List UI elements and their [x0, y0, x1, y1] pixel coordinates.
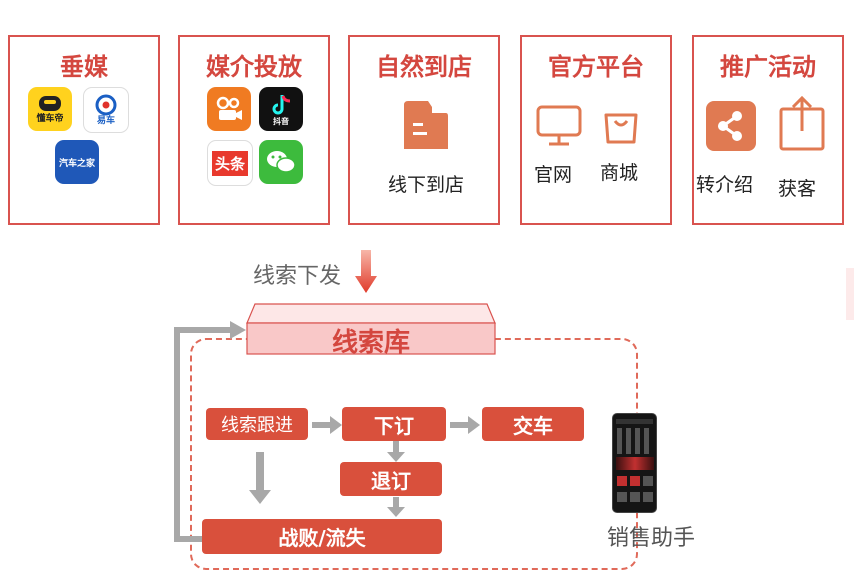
- referral-label: 转介绍: [696, 174, 754, 196]
- refund-node: 退订: [340, 462, 442, 496]
- shopping-bag-icon: [604, 113, 638, 144]
- phone-grid: [617, 428, 653, 454]
- app-name: 抖音: [273, 116, 289, 126]
- source-box-promotion: 推广活动 转介绍 获客: [692, 35, 844, 225]
- source-title: 官方平台: [548, 53, 644, 81]
- phone-tile-2: [630, 476, 640, 486]
- phone-tile-3: [643, 476, 653, 486]
- source-box-media-ads: 媒介投放 抖音 头条: [178, 35, 330, 225]
- website-label: 官网: [534, 164, 573, 186]
- share-icon: [706, 101, 756, 151]
- monitor-icon: [536, 105, 582, 146]
- delivery-node: 交车: [482, 407, 584, 441]
- app-name: 易车: [96, 116, 115, 126]
- chat-bubbles-icon: [267, 151, 296, 173]
- douyin-app-icon: 抖音: [259, 87, 303, 131]
- camera-icon: [216, 96, 242, 120]
- sales-assistant-phone: [612, 413, 657, 513]
- lead-library-title: 线索库: [331, 328, 410, 358]
- phone-tile-6: [643, 492, 653, 502]
- phone-banner: [616, 457, 654, 470]
- sales-assistant-label: 销售助手: [607, 526, 696, 551]
- lost-node: 战败/流失: [202, 519, 442, 554]
- store-building-icon: [404, 101, 448, 149]
- source-box-walk-in: 自然到店 线下到店: [348, 35, 500, 225]
- car-face-icon: [39, 96, 61, 111]
- lead-follow-node: 线索跟进: [206, 408, 308, 440]
- yiche-logo-icon: [95, 94, 117, 116]
- app-name: 汽车之家: [58, 158, 95, 169]
- dongchedi-app-icon: 懂车帝: [28, 87, 72, 131]
- phone-header-bar: [616, 419, 653, 424]
- toutiao-app-icon: 头条: [207, 140, 253, 186]
- autohome-app-icon: 汽车之家: [55, 140, 99, 184]
- order-node: 下订: [342, 407, 446, 441]
- app-name: 头条: [211, 150, 248, 176]
- app-name: 懂车帝: [36, 114, 64, 124]
- source-box-vertical-media: 垂媒 懂车帝 易车 汽车之家: [8, 35, 160, 225]
- edge-fragment: [846, 268, 854, 320]
- source-box-official: 官方平台 官网 商城: [520, 35, 672, 225]
- kuaishou-app-icon: [207, 87, 251, 131]
- phone-tile-1: [617, 476, 627, 486]
- phone-tile-4: [617, 492, 627, 502]
- source-title: 自然到店: [376, 53, 472, 81]
- source-title: 媒介投放: [206, 53, 302, 81]
- dispatch-down-arrow-icon: [355, 250, 377, 293]
- acquire-label: 获客: [778, 178, 817, 200]
- wechat-app-icon: [259, 140, 303, 184]
- music-note-icon: [272, 94, 291, 114]
- dispatch-label: 线索下发: [253, 264, 342, 289]
- phone-tile-5: [630, 492, 640, 502]
- source-title: 推广活动: [720, 53, 816, 81]
- source-title: 垂媒: [60, 53, 108, 81]
- mall-label: 商城: [600, 162, 639, 184]
- export-share-icon: [779, 95, 825, 151]
- walk-in-label: 线下到店: [388, 174, 465, 196]
- yiche-app-icon: 易车: [83, 87, 129, 133]
- lead-library-box-shape: [246, 303, 496, 355]
